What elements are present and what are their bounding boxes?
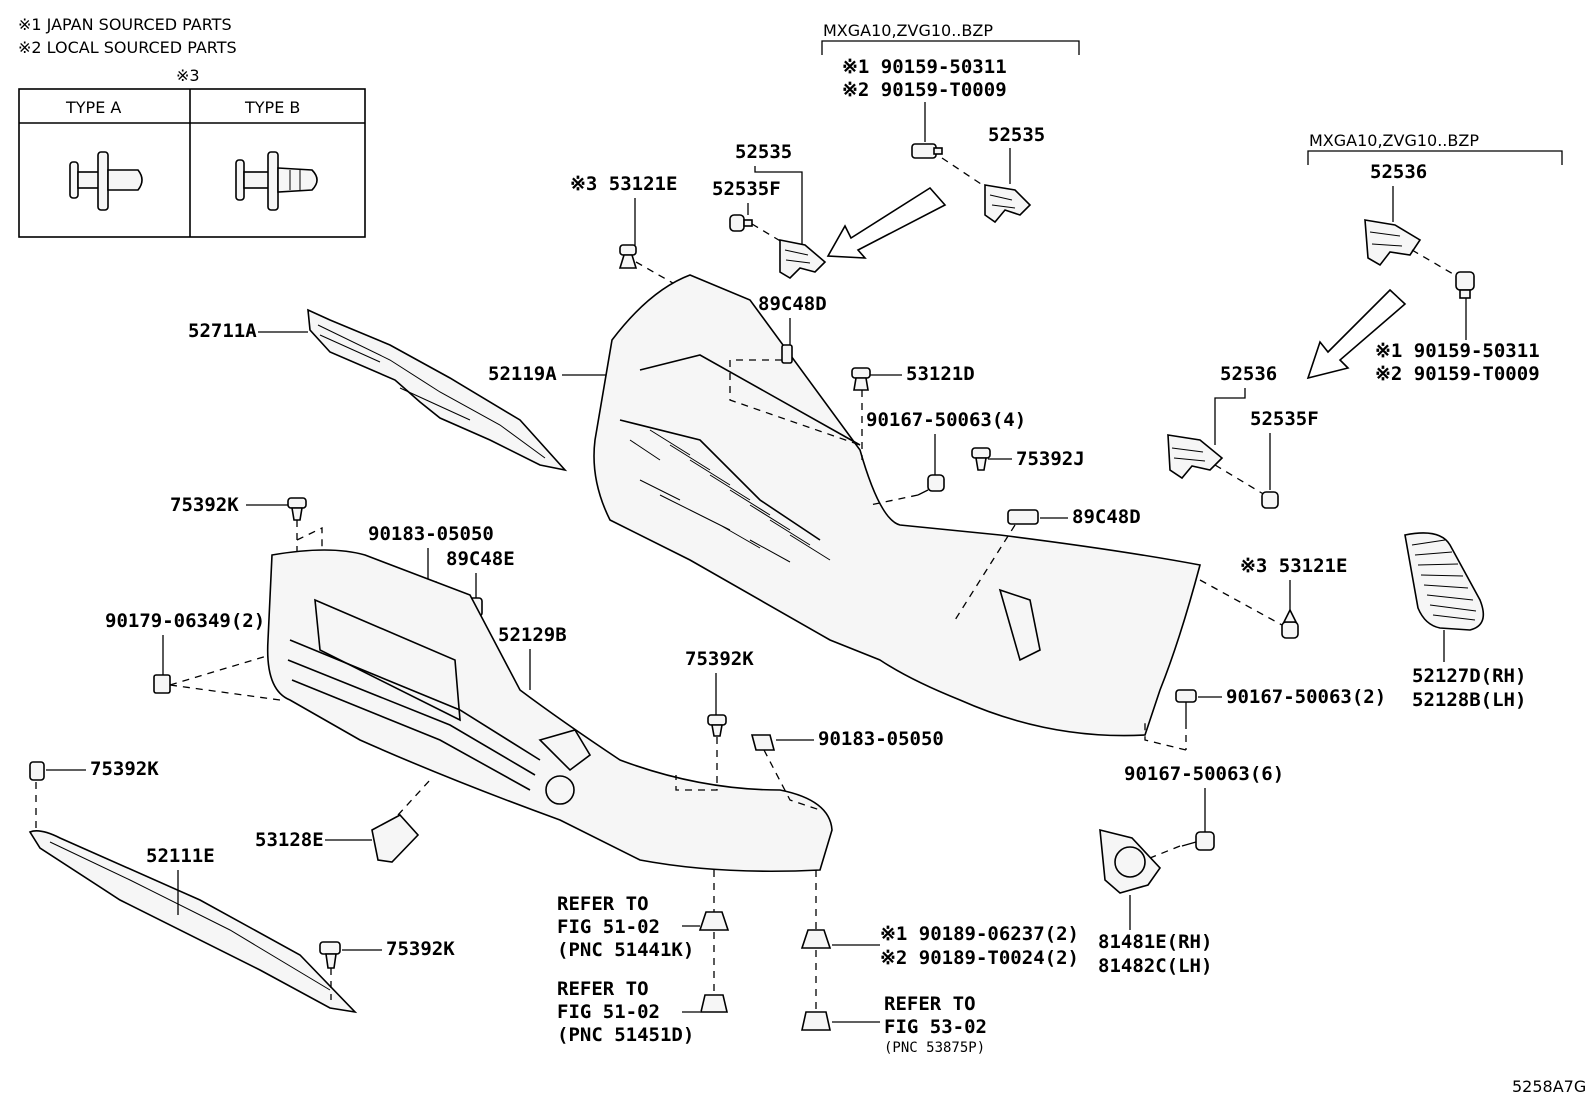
fastener-90189-icon	[800, 929, 832, 949]
label-75392K-d: 75392K	[386, 938, 455, 960]
type-a-clip-icon	[69, 151, 143, 211]
ref2-line1: REFER TO	[557, 978, 649, 1000]
clip-53121E-right-icon	[1281, 608, 1299, 639]
label-53121D: 53121D	[906, 363, 975, 385]
label-52535-a: 52535	[735, 141, 792, 163]
label-53121E-right: ※3 53121E	[1240, 555, 1347, 577]
clip-53121D-icon	[851, 367, 871, 391]
label-90159-50311-right: ※1 90159-50311	[1375, 340, 1540, 362]
label-90167-50063-4: 90167-50063(4)	[866, 409, 1026, 431]
label-52535F-a: 52535F	[712, 178, 781, 200]
type-b-clip-icon	[235, 151, 318, 211]
bracket-52536-bottom-icon	[1167, 434, 1224, 480]
label-75392J: 75392J	[1016, 448, 1085, 470]
label-52111E: 52111E	[146, 845, 215, 867]
bracket-52535-left-icon	[779, 239, 827, 280]
label-75392K-b: 75392K	[685, 648, 754, 670]
bolt-right-icon	[1455, 271, 1475, 299]
clip-75392K-b-icon	[707, 714, 727, 737]
label-52536-a: 52536	[1370, 161, 1427, 183]
bolt-icon	[911, 143, 943, 159]
label-90183-05050-a: 90183-05050	[368, 523, 494, 545]
lower-bumper-52129B	[266, 549, 833, 873]
label-90167-50063-6: 90167-50063(6)	[1124, 763, 1284, 785]
clip-75392K-d-icon	[319, 941, 341, 969]
clip-type-table: TYPE A TYPE B	[18, 88, 366, 238]
direction-arrow-right	[1306, 288, 1407, 380]
type-b-header: TYPE B	[244, 98, 300, 117]
ref3-line2: FIG 53-02	[884, 1016, 987, 1038]
label-52536-b: 52536	[1220, 363, 1277, 385]
clip-53121E-top-icon	[618, 244, 638, 269]
bumper-cover-52119A	[593, 274, 1201, 737]
label-52711A: 52711A	[188, 320, 257, 342]
right-group-model: MXGA10,ZVG10..BZP	[1309, 131, 1479, 150]
clip-75392K-a-icon	[287, 497, 307, 521]
label-90159-50311-top: ※1 90159-50311	[842, 56, 1007, 78]
nut-90183-b-icon	[750, 734, 776, 751]
screw-90167-4-icon	[917, 474, 945, 496]
ref2-line2: FIG 51-02	[557, 1001, 660, 1023]
label-90179-06349: 90179-06349(2)	[105, 610, 265, 632]
label-53128E: 53128E	[255, 829, 324, 851]
screw-90167-6-icon	[1181, 831, 1215, 851]
cover-53128E-icon	[371, 813, 420, 863]
bracket-52536-top-icon	[1364, 219, 1422, 267]
right-group-bracket-line	[1307, 150, 1563, 165]
label-52535F-b: 52535F	[1250, 408, 1319, 430]
clip-75392K-c-icon	[29, 761, 45, 781]
direction-arrow-top	[826, 186, 947, 259]
ref1-line3: (PNC 51441K)	[557, 939, 694, 961]
top-group-bracket-line	[821, 40, 1080, 55]
screw-90167-2-icon	[1175, 689, 1197, 722]
label-52129B: 52129B	[498, 624, 567, 646]
fastener-51441K-icon	[698, 911, 730, 931]
screw-52535F-right-icon	[1261, 491, 1279, 509]
type-a-header: TYPE A	[65, 98, 121, 117]
fastener-51451D-icon	[699, 994, 729, 1013]
upper-grille-52711A-icon	[307, 308, 568, 472]
legend-note-local: ※2 LOCAL SOURCED PARTS	[18, 38, 237, 57]
label-90183-05050-b: 90183-05050	[818, 728, 944, 750]
label-52535-b: 52535	[988, 124, 1045, 146]
legend-note-japan: ※1 JAPAN SOURCED PARTS	[18, 15, 232, 34]
label-90159-T0009-right: ※2 90159-T0009	[1375, 363, 1540, 385]
label-90189-T0024: ※2 90189-T0024(2)	[880, 947, 1079, 969]
label-52127D: 52127D(RH)	[1412, 665, 1526, 687]
label-75392K-a: 75392K	[170, 494, 239, 516]
fog-bezel-81481E-icon	[1099, 828, 1162, 894]
figure-id: 5258A7G	[1512, 1077, 1586, 1096]
label-81482C: 81482C(LH)	[1098, 955, 1212, 977]
label-53121E-top: ※3 53121E	[570, 173, 677, 195]
clip-75392J-icon	[971, 447, 991, 471]
fastener-53875P-icon	[801, 1011, 831, 1031]
screw-52535F-icon	[729, 214, 753, 232]
label-81481E: 81481E(RH)	[1098, 931, 1212, 953]
label-75392K-c: 75392K	[90, 758, 159, 780]
label-89C48D-b: 89C48D	[1072, 506, 1141, 528]
label-52128B: 52128B(LH)	[1412, 689, 1526, 711]
nut-90179-icon	[153, 674, 171, 694]
ref3-line1: REFER TO	[884, 993, 976, 1015]
top-group-model: MXGA10,ZVG10..BZP	[823, 21, 993, 40]
label-89C48D-a: 89C48D	[758, 293, 827, 315]
ref3-line3: (PNC 53875P)	[884, 1040, 985, 1056]
ref1-line2: FIG 51-02	[557, 916, 660, 938]
lower-spoiler-52111E	[28, 830, 358, 1014]
clip-89C48D-top-icon	[781, 344, 793, 364]
label-89C48E: 89C48E	[446, 548, 515, 570]
ref2-line3: (PNC 51451D)	[557, 1024, 694, 1046]
label-52119A: 52119A	[488, 363, 557, 385]
side-grille-52127D-icon	[1404, 532, 1485, 631]
bracket-52535-right-icon	[984, 184, 1032, 224]
label-90167-50063-2: 90167-50063(2)	[1226, 686, 1386, 708]
legend-note-mark3: ※3	[176, 66, 200, 85]
clip-89C48D-right-icon	[1007, 509, 1039, 525]
label-90189-06237: ※1 90189-06237(2)	[880, 923, 1079, 945]
ref1-line1: REFER TO	[557, 893, 649, 915]
label-90159-T0009-top: ※2 90159-T0009	[842, 79, 1007, 101]
